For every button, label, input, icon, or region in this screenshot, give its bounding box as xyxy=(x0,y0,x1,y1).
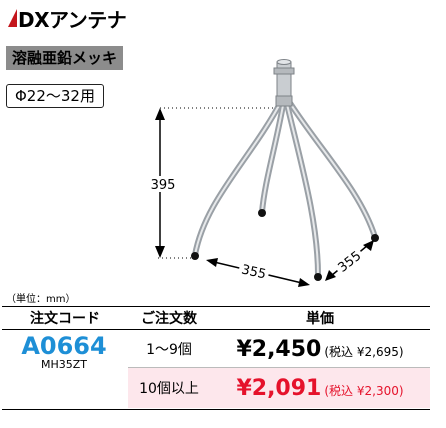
height-value: 395 xyxy=(151,178,176,193)
brand-name: DXアンテナ xyxy=(18,7,127,32)
tax-included-price: (税込 ¥2,300) xyxy=(324,383,404,398)
brand-mark-icon xyxy=(8,9,17,27)
price-table-header: 注文コード ご注文数 単価 xyxy=(2,306,430,330)
header-quantity: ご注文数 xyxy=(141,311,197,327)
tax-included-price: (税込 ¥2,695) xyxy=(324,344,404,359)
quantity-cell: 10個以上 xyxy=(139,381,199,397)
brand-logo: DXアンテナ xyxy=(8,6,127,32)
model-number: MH35ZT xyxy=(40,358,87,371)
product-illustration: 395 355 355 xyxy=(150,59,379,287)
price-cell: ¥2,450 xyxy=(236,336,322,362)
header-unit-price: 単価 xyxy=(306,311,334,327)
width-value-a: 355 xyxy=(240,262,268,282)
quantity-cell: 1〜9個 xyxy=(146,342,192,358)
price-cell: ¥2,091 xyxy=(236,375,322,401)
rubber-feet xyxy=(191,209,379,281)
table-row: 10個以上 ¥2,091 (税込 ¥2,300) xyxy=(128,368,430,408)
mast-pipe xyxy=(273,59,295,107)
table-row: 1〜9個 ¥2,450 (税込 ¥2,695) xyxy=(128,331,430,368)
table-bottom-rule xyxy=(2,409,430,410)
stand-legs xyxy=(192,97,378,278)
order-code-cell: A0664 MH35ZT xyxy=(0,333,128,371)
header-order-code: 注文コード xyxy=(30,311,100,327)
unit-note: （単位：mm） xyxy=(6,294,76,305)
size-range-label: Φ22〜32用 xyxy=(6,84,104,108)
order-code: A0664 xyxy=(21,332,107,360)
finish-badge: 溶融亜鉛メッキ xyxy=(6,46,124,70)
